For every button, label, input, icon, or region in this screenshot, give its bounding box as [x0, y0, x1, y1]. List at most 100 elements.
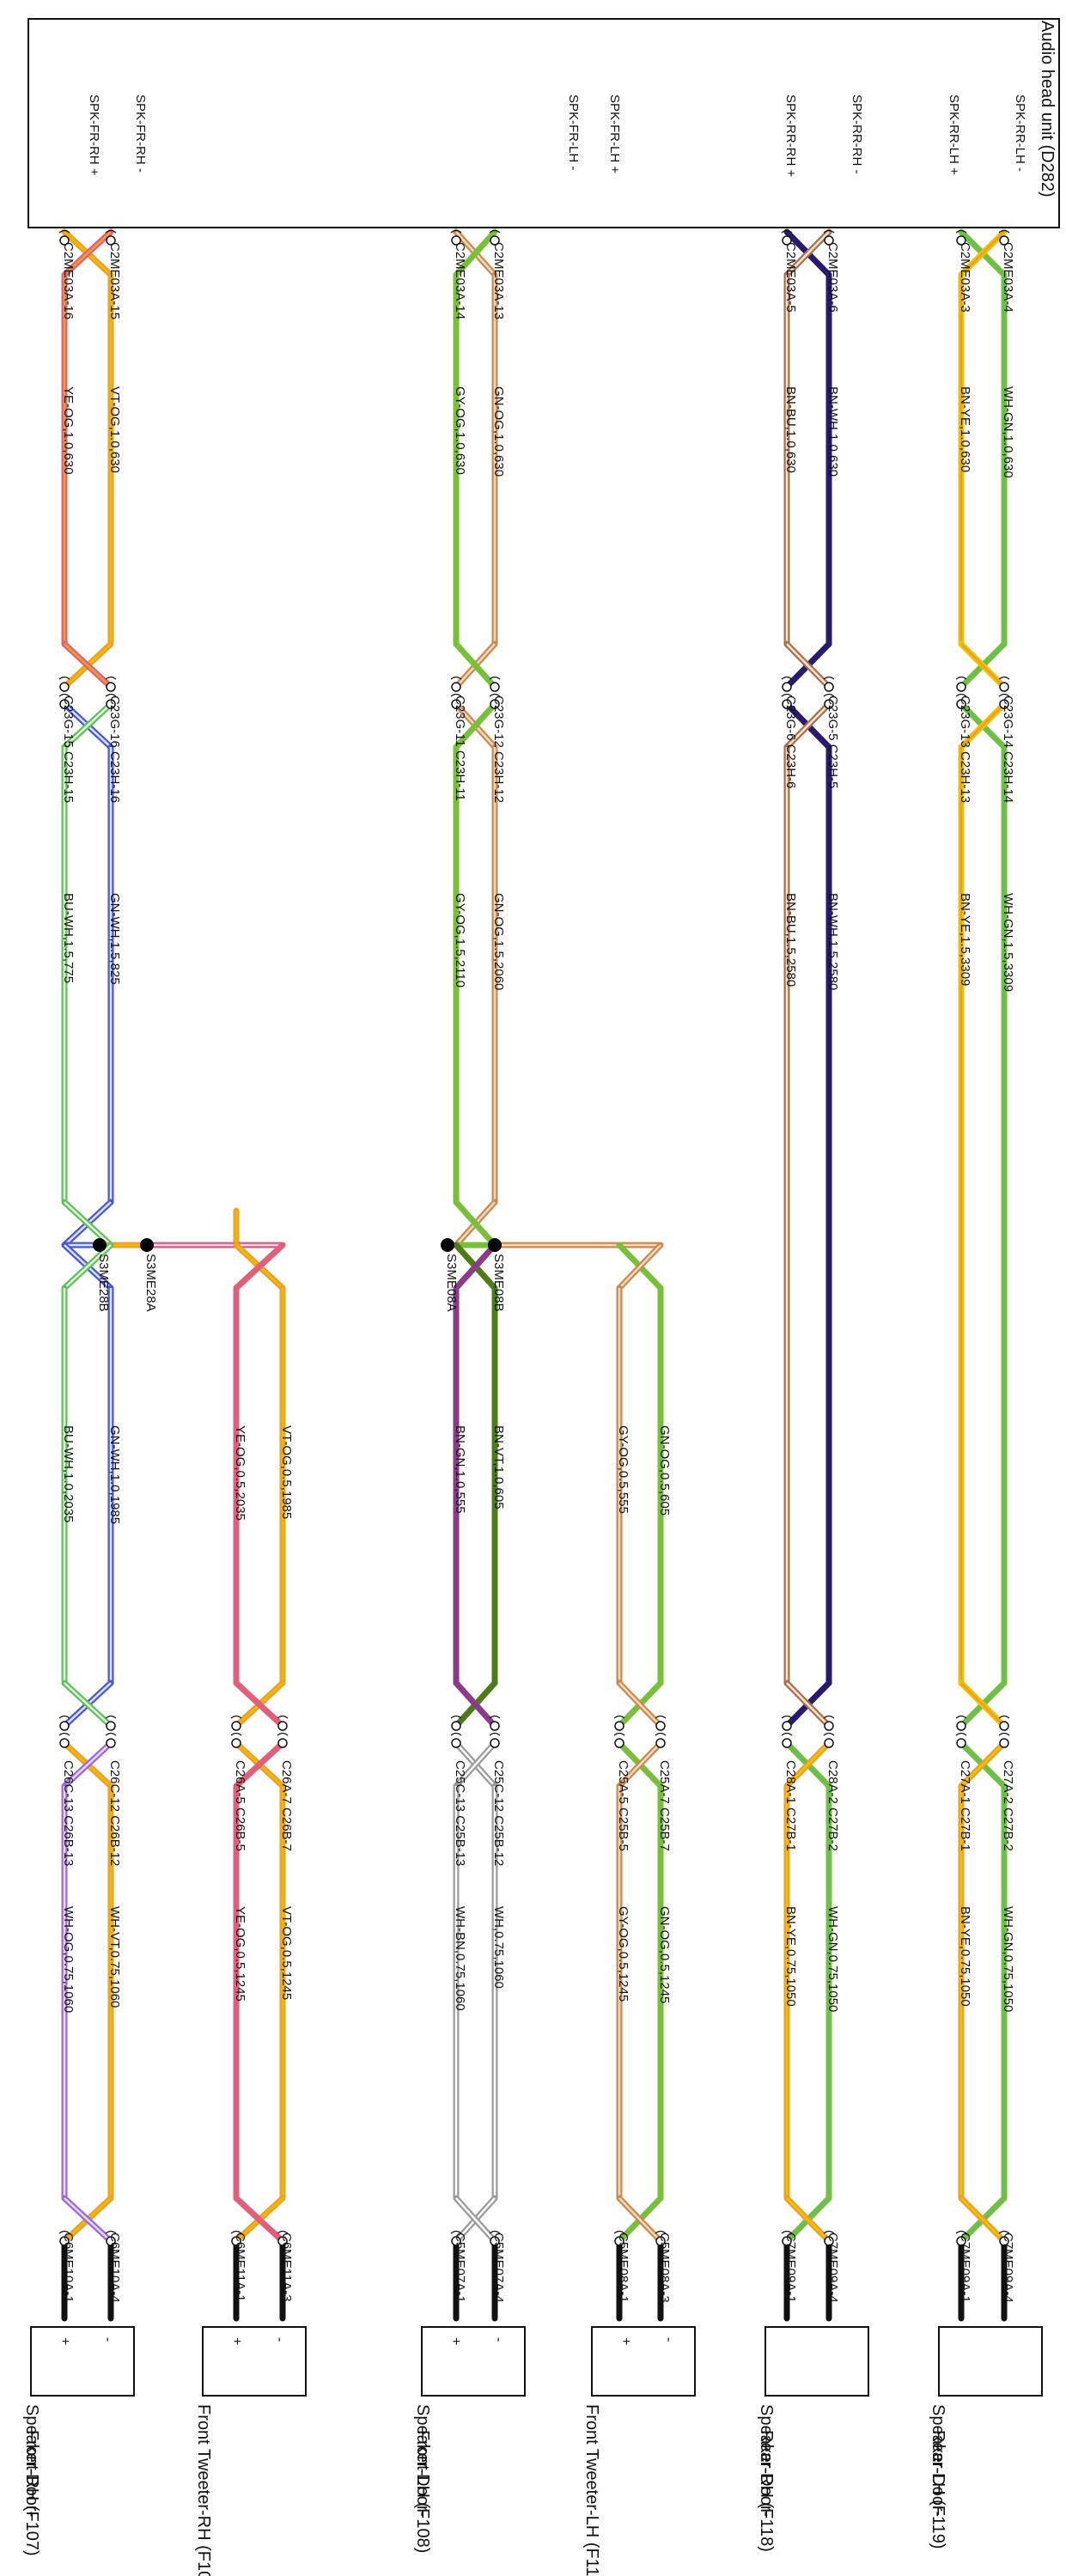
connector-label: C5ME07A-1 — [453, 2233, 467, 2303]
connector-pin — [956, 682, 966, 692]
connectors-layer — [58, 229, 1010, 2246]
connector-shell — [489, 229, 501, 234]
speaker-plus: + — [58, 2337, 72, 2345]
connector-shell — [58, 676, 70, 680]
connector-label: C25C-12 C25B-12 — [491, 1760, 506, 1866]
wire-segment — [64, 1682, 112, 1727]
connector-pin — [490, 235, 500, 246]
wire-segment — [455, 1244, 496, 1289]
connector-label: C7ME09A-4 — [825, 2233, 840, 2303]
wire-label: BN-BU,1.0,630 — [783, 386, 798, 473]
connector-label: C7ME09A-4 — [1001, 2233, 1015, 2303]
splice-node — [488, 1238, 502, 1252]
wire-segment — [455, 1742, 496, 1787]
wire-segment — [786, 1682, 830, 1727]
wire-segment — [618, 2197, 661, 2242]
connector-pin — [655, 1738, 666, 1748]
head-pin-label: SPK-FR-LH + — [607, 94, 622, 173]
connector-shell — [655, 1732, 667, 1736]
wire-segment — [455, 1201, 496, 1246]
connector-label: C27A-1 C27B-1 — [958, 1760, 972, 1851]
head-pin-label: SPK-FR-RH - — [133, 94, 148, 173]
connector-label: C23G-15 C23H-15 — [61, 696, 76, 803]
wire-segment — [64, 2197, 112, 2242]
wire-label: WH-GN,0.75,1050 — [825, 1906, 840, 2012]
wire-segment — [618, 1742, 661, 1787]
connector-shell — [823, 2230, 835, 2234]
connector-pin — [106, 1721, 116, 1731]
connector-shell — [105, 229, 117, 234]
connector-shell — [998, 229, 1010, 234]
connector-pin — [59, 699, 70, 709]
connector-label: C6ME11A-3 — [279, 2233, 294, 2302]
connector-pin — [277, 1721, 288, 1731]
connector-shell — [823, 1732, 835, 1736]
connector-pin — [782, 235, 792, 246]
connector-shell — [489, 693, 501, 697]
connector-pin — [490, 682, 500, 692]
speaker-plus: + — [229, 2337, 244, 2345]
connector-shell — [781, 693, 793, 697]
speaker-name: Speaker-Door- — [22, 2404, 41, 2517]
connector-shell — [450, 1715, 462, 1719]
wire-segment — [64, 643, 112, 688]
connector-pin — [782, 1738, 792, 1748]
head-pin-label: SPK-RR-LH + — [947, 94, 961, 175]
wire-label: VT-OG,0.5,1245 — [279, 1906, 294, 2000]
wire-segment — [618, 1244, 661, 1289]
connector-pin — [106, 682, 116, 692]
connector-label: C2ME03A-4 — [1001, 242, 1015, 313]
connector-shell — [450, 693, 462, 697]
wire-label: WH,0.75,1060 — [491, 1906, 506, 1989]
connector-label: C28A-1 C27B-1 — [783, 1760, 798, 1851]
connector-pin — [782, 1721, 792, 1731]
connector-label: C2ME03A-13 — [491, 242, 506, 319]
speaker-rear-lh[interactable]: Speaker-Door- Rear-LH (F119) — [929, 2326, 1043, 2549]
connector-shell — [58, 693, 70, 697]
wire-segment — [64, 1742, 112, 1787]
connector-pin — [782, 699, 792, 709]
connector-label: C2ME03A-14 — [453, 242, 467, 319]
connector-shell — [613, 2230, 625, 2234]
connector-shell — [450, 676, 462, 680]
wire-label: BN-YE,0.75,1050 — [783, 1906, 798, 2007]
wire-segment — [235, 1742, 283, 1787]
connector-shell — [955, 229, 967, 234]
splice-node — [140, 1238, 154, 1252]
wire-label: GY-OG,0.5,555 — [616, 1425, 630, 1514]
wire-segment — [786, 231, 830, 276]
wire-label: GY-OG,0.5,1245 — [616, 1906, 630, 2002]
wire-label: GN-WH,1.0,1985 — [107, 1425, 122, 1524]
connector-label: C23G-12 C23H-12 — [491, 696, 506, 803]
speaker-name: Speaker-Door- — [413, 2404, 432, 2517]
speaker-name: Speaker-Door- — [929, 2404, 947, 2517]
connector-shell — [58, 2230, 70, 2234]
wire-label: GN-OG,1.5,2060 — [491, 893, 506, 990]
speaker-front-rh[interactable]: + - Speaker-Door- Front-RH (F107) — [22, 2326, 135, 2556]
speaker-tweeter-rh[interactable]: + - Front Tweeter-RH (F109) — [194, 2326, 307, 2576]
connector-shell — [105, 2230, 117, 2234]
wire-label: WH-BN,0.75,1060 — [453, 1906, 467, 2011]
speaker-name: Front-LH (F108) — [413, 2430, 432, 2553]
connector-shell — [998, 693, 1010, 697]
connector-label: C2ME03A-3 — [958, 242, 972, 313]
connector-pin — [451, 1721, 461, 1731]
speaker-tweeter-lh[interactable]: + - Front Tweeter-LH (F110) — [582, 2326, 696, 2576]
speaker-front-lh[interactable]: + - Speaker-Door- Front-LH (F108) — [413, 2326, 526, 2553]
connector-shell — [277, 2230, 289, 2234]
connector-pin — [956, 1721, 966, 1731]
head-unit-box[interactable] — [27, 18, 1060, 228]
wire-label: YE-OG,0.5,1245 — [233, 1906, 247, 2002]
connector-label: C23G-16 C23H-16 — [107, 696, 122, 803]
speaker-rear-rh[interactable]: Speaker-Door- Rear-RH (F118) — [757, 2326, 869, 2552]
connector-label: C2ME03A-16 — [61, 242, 76, 319]
connector-shell — [655, 2230, 667, 2234]
connector-label: C26A-7 C26B-7 — [279, 1760, 294, 1851]
connector-label: C26A-5 C26B-5 — [233, 1760, 247, 1851]
connector-pin — [59, 1738, 70, 1748]
connector-label: C25C-13 C25B-13 — [453, 1760, 467, 1866]
speaker-name: Rear-RH (F118) — [757, 2430, 776, 2552]
connector-pin — [231, 1738, 241, 1748]
wire-label: BN-WH,1.0,630 — [825, 386, 840, 477]
wire-segment — [235, 2197, 283, 2242]
